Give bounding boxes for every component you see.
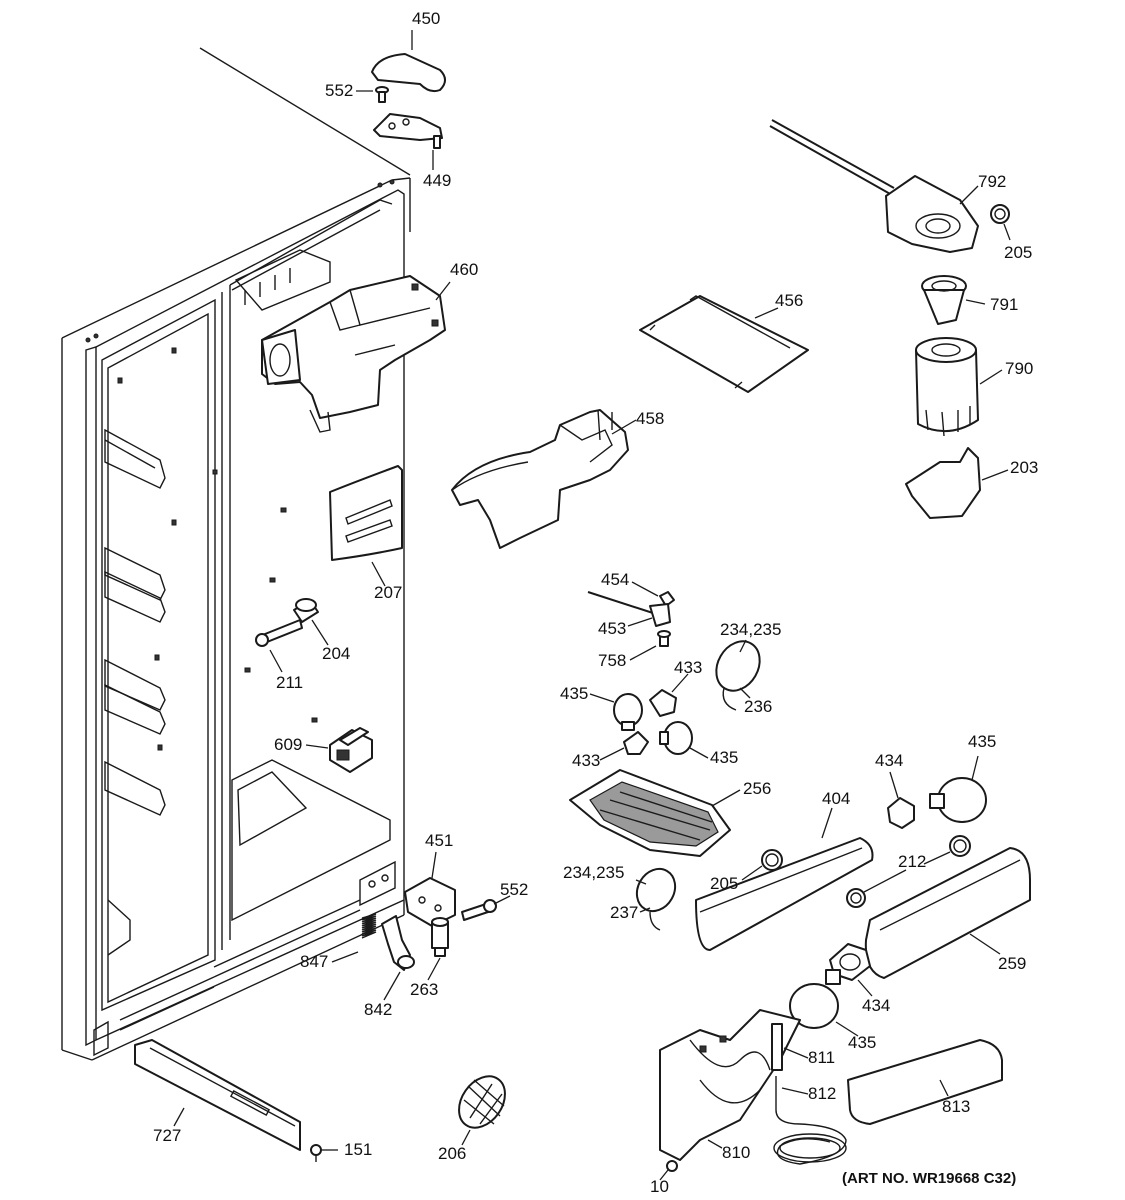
callout-449: 449 bbox=[423, 171, 452, 190]
callout-434-top: 434 bbox=[875, 751, 904, 770]
callout-460: 460 bbox=[450, 260, 479, 279]
callout-236: 236 bbox=[744, 697, 773, 716]
callout-237: 237 bbox=[610, 903, 639, 922]
callout-552-bottom: 552 bbox=[500, 880, 529, 899]
callout-811: 811 bbox=[808, 1048, 836, 1067]
bulb-435-a bbox=[613, 693, 643, 731]
dispenser-duct bbox=[261, 275, 446, 433]
callout-813: 813 bbox=[942, 1097, 971, 1116]
bracket-453 bbox=[587, 591, 671, 627]
cover-813 bbox=[847, 1039, 1003, 1125]
lens-236 bbox=[715, 640, 761, 711]
callout-435-b: 435 bbox=[710, 748, 739, 767]
callout-758: 758 bbox=[598, 651, 627, 670]
filter-790 bbox=[915, 337, 979, 437]
ring-205-top bbox=[990, 204, 1010, 224]
duct-458 bbox=[451, 409, 629, 549]
callout-404: 404 bbox=[822, 789, 851, 808]
callout-456: 456 bbox=[775, 291, 804, 310]
ring-212-a bbox=[949, 835, 971, 857]
callout-453: 453 bbox=[598, 619, 627, 638]
callout-435-d: 435 bbox=[848, 1033, 877, 1052]
callout-812: 812 bbox=[808, 1084, 837, 1103]
callout-204: 204 bbox=[322, 644, 351, 663]
callout-212: 212 bbox=[898, 852, 927, 871]
filter-head-792 bbox=[769, 119, 979, 253]
callout-203: 203 bbox=[1010, 458, 1039, 477]
callout-454: 454 bbox=[601, 570, 630, 589]
callout-433-bottom: 433 bbox=[572, 751, 601, 770]
callout-792: 792 bbox=[978, 172, 1007, 191]
callout-451: 451 bbox=[425, 831, 454, 850]
callout-458: 458 bbox=[636, 409, 665, 428]
screw-211 bbox=[255, 619, 303, 647]
callout-435-c: 435 bbox=[968, 732, 997, 751]
freezer-cabinet bbox=[61, 47, 411, 1061]
callout-434-bottom: 434 bbox=[862, 996, 891, 1015]
callout-259: 259 bbox=[998, 954, 1027, 973]
bulb-435-d bbox=[789, 969, 841, 1029]
grille-206 bbox=[458, 1075, 506, 1129]
callout-207: 207 bbox=[374, 583, 403, 602]
water-tank-810 bbox=[659, 1009, 801, 1161]
cam-842 bbox=[381, 915, 415, 971]
bulb-435-b bbox=[659, 721, 693, 755]
lens-237 bbox=[635, 867, 677, 931]
tube-812 bbox=[773, 1076, 847, 1165]
hinge-pin-263 bbox=[431, 917, 449, 957]
callout-450: 450 bbox=[412, 9, 441, 28]
screw-top bbox=[375, 86, 389, 103]
screw-151 bbox=[310, 1144, 322, 1162]
callout-790: 790 bbox=[1005, 359, 1034, 378]
clip-454 bbox=[659, 591, 675, 607]
callout-847: 847 bbox=[300, 952, 329, 971]
callout-609: 609 bbox=[274, 735, 303, 754]
callout-10: 10 bbox=[650, 1177, 669, 1196]
hinge-cover bbox=[371, 53, 446, 93]
callout-842: 842 bbox=[364, 1000, 393, 1019]
callout-552-top: 552 bbox=[325, 81, 354, 100]
screw-10 bbox=[666, 1160, 678, 1172]
spring-847 bbox=[361, 913, 377, 939]
plate-456 bbox=[639, 295, 809, 393]
callout-263: 263 bbox=[410, 980, 439, 999]
callout-810: 810 bbox=[722, 1143, 751, 1162]
top-hinge bbox=[373, 113, 443, 149]
filter-bypass-791 bbox=[921, 275, 967, 325]
ring-205-mid bbox=[761, 849, 783, 871]
socket-433-top bbox=[649, 689, 677, 717]
callout-791: 791 bbox=[990, 295, 1019, 314]
filter-cover-203 bbox=[905, 447, 981, 519]
callout-205-top: 205 bbox=[1004, 243, 1033, 262]
socket-434-top bbox=[887, 797, 915, 829]
bulb-435-c bbox=[929, 777, 987, 823]
callout-256: 256 bbox=[743, 779, 772, 798]
screw-758 bbox=[657, 630, 671, 647]
callout-211: 211 bbox=[276, 673, 304, 692]
callout-151: 151 bbox=[344, 1140, 373, 1159]
screw-552-bottom bbox=[461, 899, 497, 921]
dispenser-grille-256 bbox=[569, 769, 731, 857]
callout-234-235-top: 234,235 bbox=[720, 620, 782, 639]
spacer-204 bbox=[293, 598, 319, 623]
bottom-hinge bbox=[404, 877, 456, 927]
tube-811 bbox=[771, 1023, 783, 1071]
callout-205-mid: 205 bbox=[710, 874, 739, 893]
light-shield-404 bbox=[695, 837, 874, 951]
switch-609 bbox=[329, 727, 373, 773]
ring-212-b bbox=[846, 888, 866, 908]
callout-206: 206 bbox=[438, 1144, 467, 1163]
callout-727: 727 bbox=[153, 1126, 182, 1145]
callout-234-235-bottom: 234,235 bbox=[563, 863, 625, 882]
callout-433-top: 433 bbox=[674, 658, 703, 677]
chute-cover bbox=[329, 465, 403, 561]
socket-433-bottom bbox=[623, 731, 649, 755]
art-number: (ART NO. WR19668 C32) bbox=[842, 1170, 1017, 1187]
callout-435-a: 435 bbox=[560, 684, 589, 703]
toe-grille bbox=[134, 1039, 301, 1151]
